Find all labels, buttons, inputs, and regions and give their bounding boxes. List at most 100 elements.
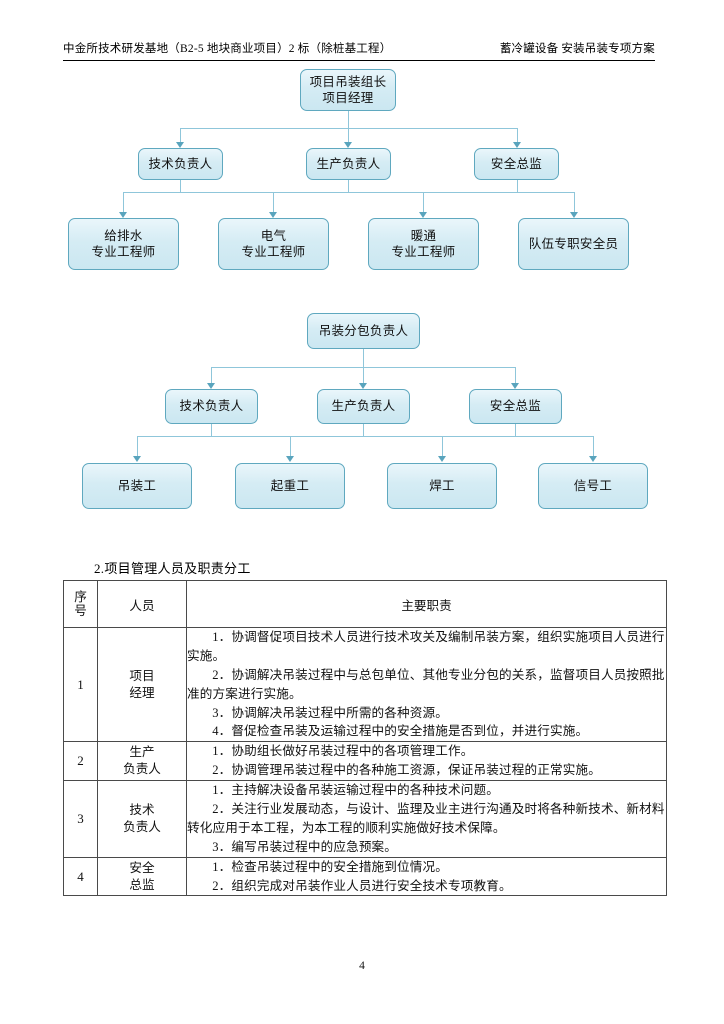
row-no: 1	[63, 626, 98, 743]
duty-item: 2．关注行业发展动态，与设计、监理及业主进行沟通及时将各种新技术、新材料转化应用…	[187, 802, 665, 835]
arrow-top-level3-4	[570, 212, 578, 218]
chart-bottom-level3-node-1: 吊装工	[82, 463, 192, 509]
arrow-bottom-level2-1	[207, 383, 215, 389]
connector-bottom-level3-bus	[137, 436, 593, 437]
chart-top-level3-node-2: 电气 专业工程师	[218, 218, 329, 270]
arrow-bottom-level2-2	[359, 383, 367, 389]
connector-bottom-level2-stem-2	[363, 424, 364, 436]
arrow-top-level2-3	[513, 142, 521, 148]
row-person: 项目 经理	[97, 626, 187, 743]
duty-item: 3．协调解决吊装过程中所需的各种资源。	[212, 705, 449, 720]
table-header-no-line1: 序	[74, 589, 87, 604]
header-right-text: 蓄冷罐设备 安装吊装专项方案	[499, 43, 655, 55]
chart-bottom-root-label: 吊装分包负责人	[318, 323, 409, 338]
connector-bottom-level2-drop-3	[515, 367, 516, 385]
duty-item: 2．协调管理吊装过程中的各种施工资源，保证吊装过程的正常实施。	[212, 763, 601, 778]
chart-bottom-root-node: 吊装分包负责人	[307, 313, 420, 349]
arrow-bottom-level3-2	[286, 456, 294, 462]
row-no: 4	[63, 856, 98, 897]
chart-top-root-line2: 项目经理	[322, 91, 374, 105]
table-header-row: 序 号 人员 主要职责	[63, 580, 667, 628]
row-person: 安全 总监	[97, 856, 187, 897]
chart-bottom-level2-label-1: 技术负责人	[179, 399, 244, 414]
connector-bottom-level2-stem-1	[211, 424, 212, 436]
chart-top-level3-line1-3: 暖通	[410, 228, 437, 243]
document-running-header: 中金所技术研发基地（B2-5 地块商业项目）2 标（除桩基工程） 蓄冷罐设备 安…	[63, 40, 655, 64]
chart-bottom-level3-label-1: 吊装工	[117, 478, 157, 493]
connector-top-level2-stem-1	[180, 180, 181, 192]
chart-bottom-level2-label-3: 安全总监	[489, 399, 542, 414]
connector-bottom-level2-drop-2	[363, 367, 364, 385]
duty-item: 3．编写吊装过程中的应急预案。	[212, 839, 398, 854]
connector-top-root-stem	[348, 111, 349, 128]
connector-top-level3-drop-4	[574, 192, 575, 214]
table-header-duty: 主要职责	[186, 580, 667, 628]
table-header-person: 人员	[97, 580, 187, 628]
chart-bottom-level2-node-3: 安全总监	[469, 389, 562, 424]
connector-top-level3-bus	[123, 192, 574, 193]
table-row: 4 安全 总监 1．检查吊装过程中的安全措施到位情况。 2．组织完成对吊装作业人…	[63, 856, 667, 897]
header-divider-rule	[63, 60, 655, 61]
connector-top-level3-drop-2	[273, 192, 274, 214]
chart-top-level2-node-2: 生产负责人	[306, 148, 391, 180]
row-person-line1: 生产	[129, 745, 155, 760]
arrow-top-level2-1	[176, 142, 184, 148]
arrow-bottom-level3-4	[589, 456, 597, 462]
chart-top-level3-node-1: 给排水 专业工程师	[68, 218, 179, 270]
duty-item: 1．主持解决设备吊装运输过程中的各种技术问题。	[212, 783, 499, 798]
connector-bottom-level3-drop-3	[442, 436, 443, 458]
connector-top-level2-drop-1	[180, 128, 181, 144]
connector-bottom-root-stem	[363, 349, 364, 367]
row-person-line1: 项目	[129, 668, 155, 683]
row-person-line2: 负责人	[123, 819, 161, 834]
duty-item: 1．协调督促项目技术人员进行技术攻关及编制吊装方案，组织实施项目人员进行实施。	[187, 630, 665, 663]
connector-bottom-level3-drop-2	[290, 436, 291, 458]
page-number: 4	[359, 960, 365, 972]
table-row: 3 技术 负责人 1．主持解决设备吊装运输过程中的各种技术问题。 2．关注行业发…	[63, 780, 667, 858]
section-caption: 2.项目管理人员及职责分工	[94, 561, 251, 576]
chart-bottom-level3-label-2: 起重工	[270, 478, 310, 493]
chart-bottom-level2-node-2: 生产负责人	[317, 389, 410, 424]
duty-item: 2．组织完成对吊装作业人员进行安全技术专项教育。	[212, 878, 512, 893]
chart-bottom-level2-node-1: 技术负责人	[165, 389, 258, 424]
connector-top-level2-drop-3	[517, 128, 518, 144]
arrow-top-level3-3	[419, 212, 427, 218]
chart-bottom-level2-label-2: 生产负责人	[331, 399, 396, 414]
row-person-line1: 安全	[129, 860, 155, 875]
chart-top-level2-node-3: 安全总监	[474, 148, 559, 180]
arrow-top-level3-2	[269, 212, 277, 218]
row-no: 2	[63, 741, 98, 782]
duty-table: 序 号 人员 主要职责 1 项目 经理 1．协调督促项目技术	[63, 580, 667, 897]
chart-bottom-level3-node-3: 焊工	[387, 463, 497, 509]
arrow-bottom-level3-1	[133, 456, 141, 462]
connector-top-level2-stem-2	[348, 180, 349, 192]
chart-bottom-level3-label-4: 信号工	[573, 478, 613, 493]
table-row: 1 项目 经理 1．协调督促项目技术人员进行技术攻关及编制吊装方案，组织实施项目…	[63, 626, 667, 743]
row-person-line2: 负责人	[123, 762, 161, 777]
chart-top-root-node: 项目吊装组长 项目经理	[300, 69, 396, 111]
row-person: 生产 负责人	[97, 741, 187, 782]
chart-top-level3-line1-1: 给排水	[104, 228, 143, 243]
row-person-line2: 经理	[129, 685, 155, 700]
header-left-text: 中金所技术研发基地（B2-5 地块商业项目）2 标（除桩基工程）	[63, 43, 392, 55]
connector-top-level2-stem-3	[517, 180, 518, 192]
chart-top-level3-node-3: 暖通 专业工程师	[368, 218, 479, 270]
table-row: 2 生产 负责人 1．协助组长做好吊装过程中的各项管理工作。 2．协调管理吊装过…	[63, 741, 667, 782]
duty-item: 1．协助组长做好吊装过程中的各项管理工作。	[212, 744, 474, 759]
duty-table-wrapper: 序 号 人员 主要职责 1 项目 经理 1．协调督促项目技术	[63, 580, 667, 897]
table-header-no-line2: 号	[74, 604, 87, 618]
connector-top-level3-drop-3	[423, 192, 424, 214]
chart-top-level3-line2-2: 专业工程师	[241, 245, 306, 259]
chart-top-root-line1: 项目吊装组长	[309, 74, 387, 89]
row-person: 技术 负责人	[97, 780, 187, 858]
connector-top-level2-drop-2	[348, 128, 349, 144]
chart-bottom-level3-label-3: 焊工	[429, 478, 455, 493]
row-duty: 1．主持解决设备吊装运输过程中的各种技术问题。 2．关注行业发展动态，与设计、监…	[186, 780, 667, 858]
connector-bottom-level2-drop-1	[211, 367, 212, 385]
row-person-line2: 总监	[129, 877, 155, 892]
chart-top-level2-label-2: 生产负责人	[316, 156, 381, 171]
chart-top-level2-node-1: 技术负责人	[138, 148, 223, 180]
duty-item: 1．检查吊装过程中的安全措施到位情况。	[212, 859, 449, 874]
arrow-bottom-level3-3	[438, 456, 446, 462]
